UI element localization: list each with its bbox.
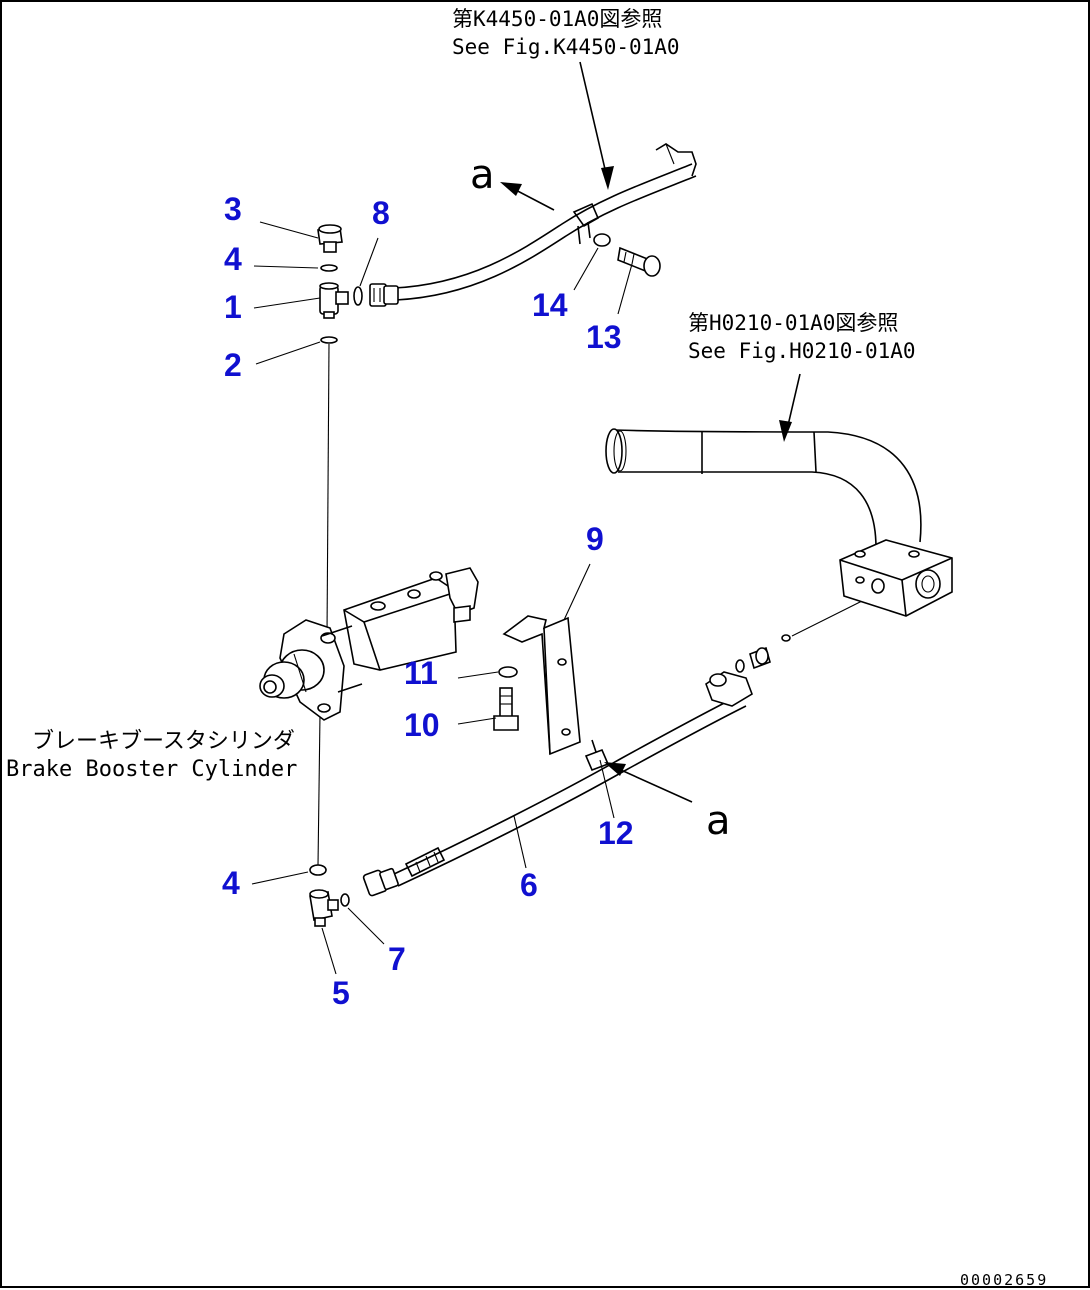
callout-3: 3 bbox=[224, 191, 242, 227]
callout-8: 8 bbox=[372, 195, 390, 231]
callout-7: 7 bbox=[388, 941, 406, 977]
component-label-jp: ブレーキブースタシリンダ bbox=[32, 729, 295, 754]
callout-6: 6 bbox=[520, 867, 538, 903]
bracket-9 bbox=[502, 615, 581, 756]
washer-4-lower bbox=[309, 864, 327, 876]
washer-11 bbox=[498, 666, 518, 678]
fitting-5 bbox=[309, 889, 339, 927]
callout-5: 5 bbox=[332, 975, 350, 1011]
ref-right-jp: 第H0210-01A0図参照 bbox=[688, 311, 898, 335]
alignment-line-upper bbox=[326, 343, 330, 637]
connector-parts bbox=[735, 597, 869, 673]
ref-top-jp: 第K4450-01A0図参照 bbox=[452, 7, 662, 31]
callout-10: 10 bbox=[404, 707, 440, 743]
fitting-1 bbox=[319, 282, 349, 319]
view-marker-lower: a bbox=[706, 798, 731, 844]
component-label-en: Brake Booster Cylinder bbox=[6, 757, 297, 782]
callout-14: 14 bbox=[532, 287, 568, 323]
leader-lines bbox=[251, 221, 633, 975]
o-ring-8 bbox=[353, 286, 363, 306]
ref-right-en: See Fig.H0210-01A0 bbox=[688, 339, 916, 363]
drawing-code: 00002659 bbox=[960, 1271, 1048, 1289]
callout-13: 13 bbox=[586, 319, 622, 355]
ref-top-en: See Fig.K4450-01A0 bbox=[452, 35, 680, 59]
bolt-13 bbox=[617, 246, 661, 277]
alignment-line-lower bbox=[317, 713, 321, 867]
view-arrow-upper bbox=[500, 182, 555, 211]
upper-hose bbox=[393, 143, 697, 301]
washer-4-upper bbox=[320, 264, 338, 272]
ref-top-arrow bbox=[579, 61, 614, 190]
callout-9: 9 bbox=[586, 521, 604, 557]
bolt-10 bbox=[493, 687, 519, 731]
callout-4-upper: 4 bbox=[224, 241, 242, 277]
o-ring-7 bbox=[340, 893, 350, 907]
callout-2: 2 bbox=[224, 347, 242, 383]
bolt-3 bbox=[317, 224, 343, 253]
right-pipe bbox=[605, 428, 922, 549]
callout-1: 1 bbox=[224, 289, 242, 325]
callout-4-lower: 4 bbox=[222, 865, 240, 901]
callout-12: 12 bbox=[598, 815, 634, 851]
lower-hose-fitting-right bbox=[705, 671, 753, 707]
view-arrow-lower bbox=[604, 762, 693, 803]
ref-right-arrow bbox=[779, 373, 801, 442]
callout-11: 11 bbox=[404, 655, 438, 691]
washer-14 bbox=[593, 233, 611, 247]
lower-hose-fitting-left bbox=[362, 867, 399, 897]
upper-hose-fitting bbox=[369, 283, 399, 307]
right-pipe-block bbox=[839, 539, 953, 617]
lower-hose-6 bbox=[393, 693, 747, 887]
gasket-2 bbox=[320, 336, 338, 344]
view-marker-upper: a bbox=[470, 152, 495, 198]
brake-booster-cylinder bbox=[259, 567, 479, 721]
